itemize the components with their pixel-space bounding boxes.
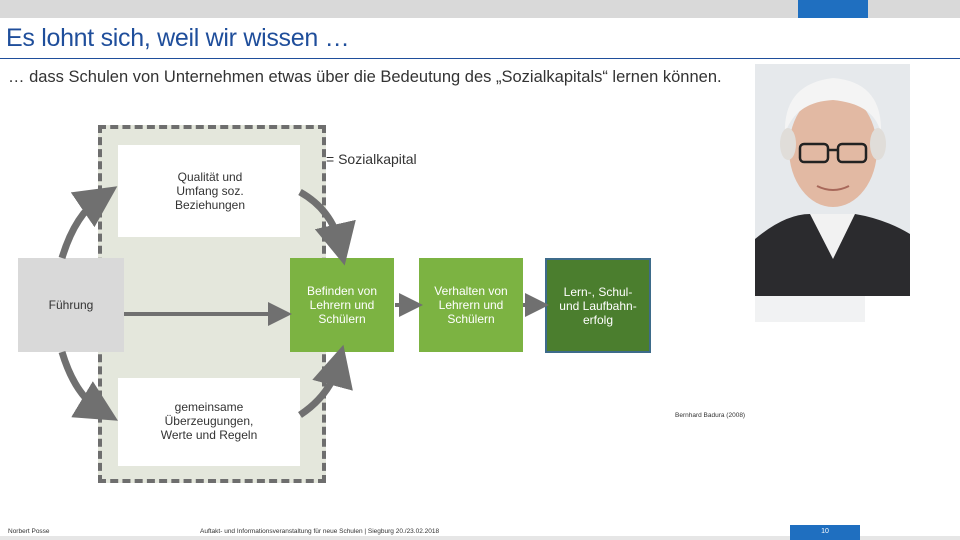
beziehungen-box [118,145,300,237]
befinden-label: Befinden von Lehrern und Schülern [306,284,378,326]
beziehungen-label: Qualität und Umfang soz. Beziehungen [174,170,246,212]
footer-author: Norbert Posse [8,528,50,535]
verhalten-label: Verhalten von Lehrern und Schülern [434,284,508,326]
erfolg-box: Lern-, Schul- und Laufbahn-erfolg [545,258,651,353]
ueberzeugungen-label: gemeinsame Überzeugungen, Werte und Rege… [160,400,258,442]
arrow-fuehrung-to-beziehungen [58,186,118,260]
portrait-caption-area [755,296,865,322]
fuehrung-box: Führung [18,258,124,352]
title-underline [0,58,960,59]
citation: Bernhard Badura (2008) [675,412,746,419]
footer-event: Auftakt- und Informationsveranstaltung f… [200,528,440,535]
arrow-beziehungen-to-befinden [298,188,356,266]
ueberzeugungen-box [118,378,300,466]
portrait-illustration [755,64,910,296]
footer-bar [0,536,960,540]
top-bar [0,0,960,18]
page-number: 10 [790,525,860,540]
fuehrung-label: Führung [48,298,94,312]
portrait-photo [755,64,910,296]
arrow-ueberzeugungen-to-befinden [298,344,353,418]
befinden-box: Befinden von Lehrern und Schülern [290,258,394,352]
erfolg-label: Lern-, Schul- und Laufbahn-erfolg [559,284,637,327]
slide-subtitle: … dass Schulen von Unternehmen etwas übe… [8,68,722,86]
arrow-fuehrung-to-ueberzeugungen [58,350,119,421]
verhalten-box: Verhalten von Lehrern und Schülern [419,258,523,352]
slide-title: Es lohnt sich, weil wir wissen … [6,24,350,52]
top-bar-accent [798,0,868,18]
sozialkapital-label: = Sozialkapital [326,151,417,167]
